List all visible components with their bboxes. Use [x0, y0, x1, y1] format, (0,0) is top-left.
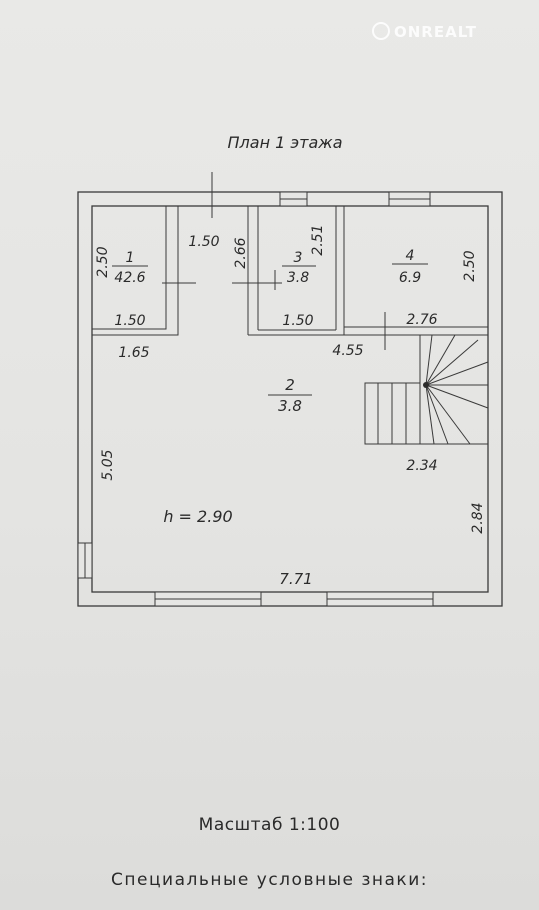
- dim-middle-span: 4.55: [332, 343, 363, 359]
- svg-text:1: 1: [126, 250, 135, 266]
- watermark-logo-icon: [372, 22, 390, 40]
- dim-left-height: 5.05: [100, 449, 116, 480]
- svg-text:6.9: 6.9: [399, 270, 421, 286]
- window-bottom-1: [154, 591, 262, 607]
- svg-text:4: 4: [406, 248, 415, 264]
- dim-corridor-width: 1.50: [188, 234, 219, 250]
- dim-left-upper: 1.65: [118, 345, 149, 361]
- room-1-label: 2 3.8: [268, 376, 312, 415]
- room-2-walls: [91, 205, 179, 336]
- svg-text:3.8: 3.8: [278, 397, 302, 415]
- dim-room3-width: 1.50: [282, 313, 313, 329]
- room-2-label: 1 42.6: [112, 250, 148, 286]
- dim-room2-width: 1.50: [114, 313, 145, 329]
- window-left: [77, 542, 93, 579]
- dim-bottom-width: 7.71: [279, 570, 312, 588]
- ceiling-height: h = 2.90: [163, 507, 232, 526]
- window-top-2: [388, 191, 431, 207]
- legend-heading: Специальные условные знаки:: [111, 870, 428, 890]
- svg-text:3.8: 3.8: [287, 270, 309, 286]
- corridor-walls: [247, 206, 259, 335]
- dim-room3-height: 2.51: [310, 224, 326, 255]
- dim-room4-width: 2.76: [406, 312, 437, 328]
- window-bottom-2: [326, 591, 434, 607]
- plan-title: План 1 этажа: [228, 133, 343, 152]
- scale-label: Масштаб 1:100: [198, 815, 341, 835]
- room-3-label: 3 3.8: [282, 250, 316, 286]
- dim-stair-width: 2.34: [406, 458, 437, 474]
- room-3-walls: [248, 206, 345, 336]
- dim-right-height: 2.84: [470, 502, 486, 533]
- watermark: ONREALT: [372, 22, 477, 41]
- svg-text:42.6: 42.6: [114, 270, 145, 286]
- dim-corridor-height: 2.66: [233, 237, 249, 268]
- window-top-1: [279, 191, 308, 207]
- dim-room2-height: 2.50: [95, 246, 111, 277]
- svg-text:3: 3: [294, 250, 303, 266]
- staircase: [364, 334, 489, 445]
- door-markers: [162, 172, 386, 350]
- svg-text:2: 2: [285, 376, 295, 394]
- room-4-label: 4 6.9: [392, 248, 428, 286]
- dim-room4-height: 2.50: [462, 250, 478, 281]
- room-4-walls: [344, 326, 488, 336]
